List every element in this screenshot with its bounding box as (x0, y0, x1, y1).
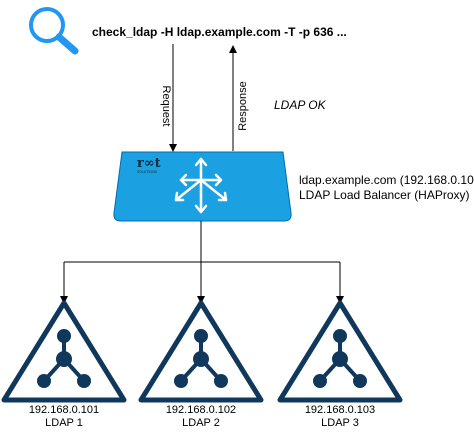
triangle-network-node-icon (277, 300, 403, 403)
request-label: Request (160, 86, 172, 127)
triangle-network-node-icon (138, 300, 264, 403)
check-command: check_ldap -H ldap.example.com -T -p 636… (92, 25, 347, 39)
magnifier-icon (29, 7, 79, 55)
node-ip: 192.168.0.102 (166, 404, 236, 416)
brand-logo: r∞t SOLUTIONS (137, 156, 161, 174)
ldap-node-3: 192.168.0.103 LDAP 3 (277, 300, 403, 429)
node-name: LDAP 2 (182, 417, 220, 429)
brand-logo-text: r∞t (137, 156, 161, 171)
ldap-node-2: 192.168.0.102 LDAP 2 (138, 300, 264, 429)
status-text: LDAP OK (274, 98, 327, 112)
balancer-role: LDAP Load Balancer (HAProxy) (299, 188, 470, 202)
load-balancer: r∞t SOLUTIONS (113, 151, 292, 222)
brand-logo-subtext: SOLUTIONS (137, 170, 158, 174)
node-name: LDAP 1 (45, 417, 83, 429)
node-ip: 192.168.0.101 (29, 404, 99, 416)
node-name: LDAP 3 (321, 417, 359, 429)
load-balancer-arrows-icon (174, 157, 228, 214)
node-ip: 192.168.0.103 (305, 404, 375, 416)
response-label: Response (237, 81, 249, 131)
distribution-connectors (60, 221, 344, 304)
balancer-host: ldap.example.com (192.168.0.100) (299, 173, 474, 187)
ldap-node-1: 192.168.0.101 LDAP 1 (1, 300, 127, 429)
triangle-network-node-icon (1, 300, 127, 403)
